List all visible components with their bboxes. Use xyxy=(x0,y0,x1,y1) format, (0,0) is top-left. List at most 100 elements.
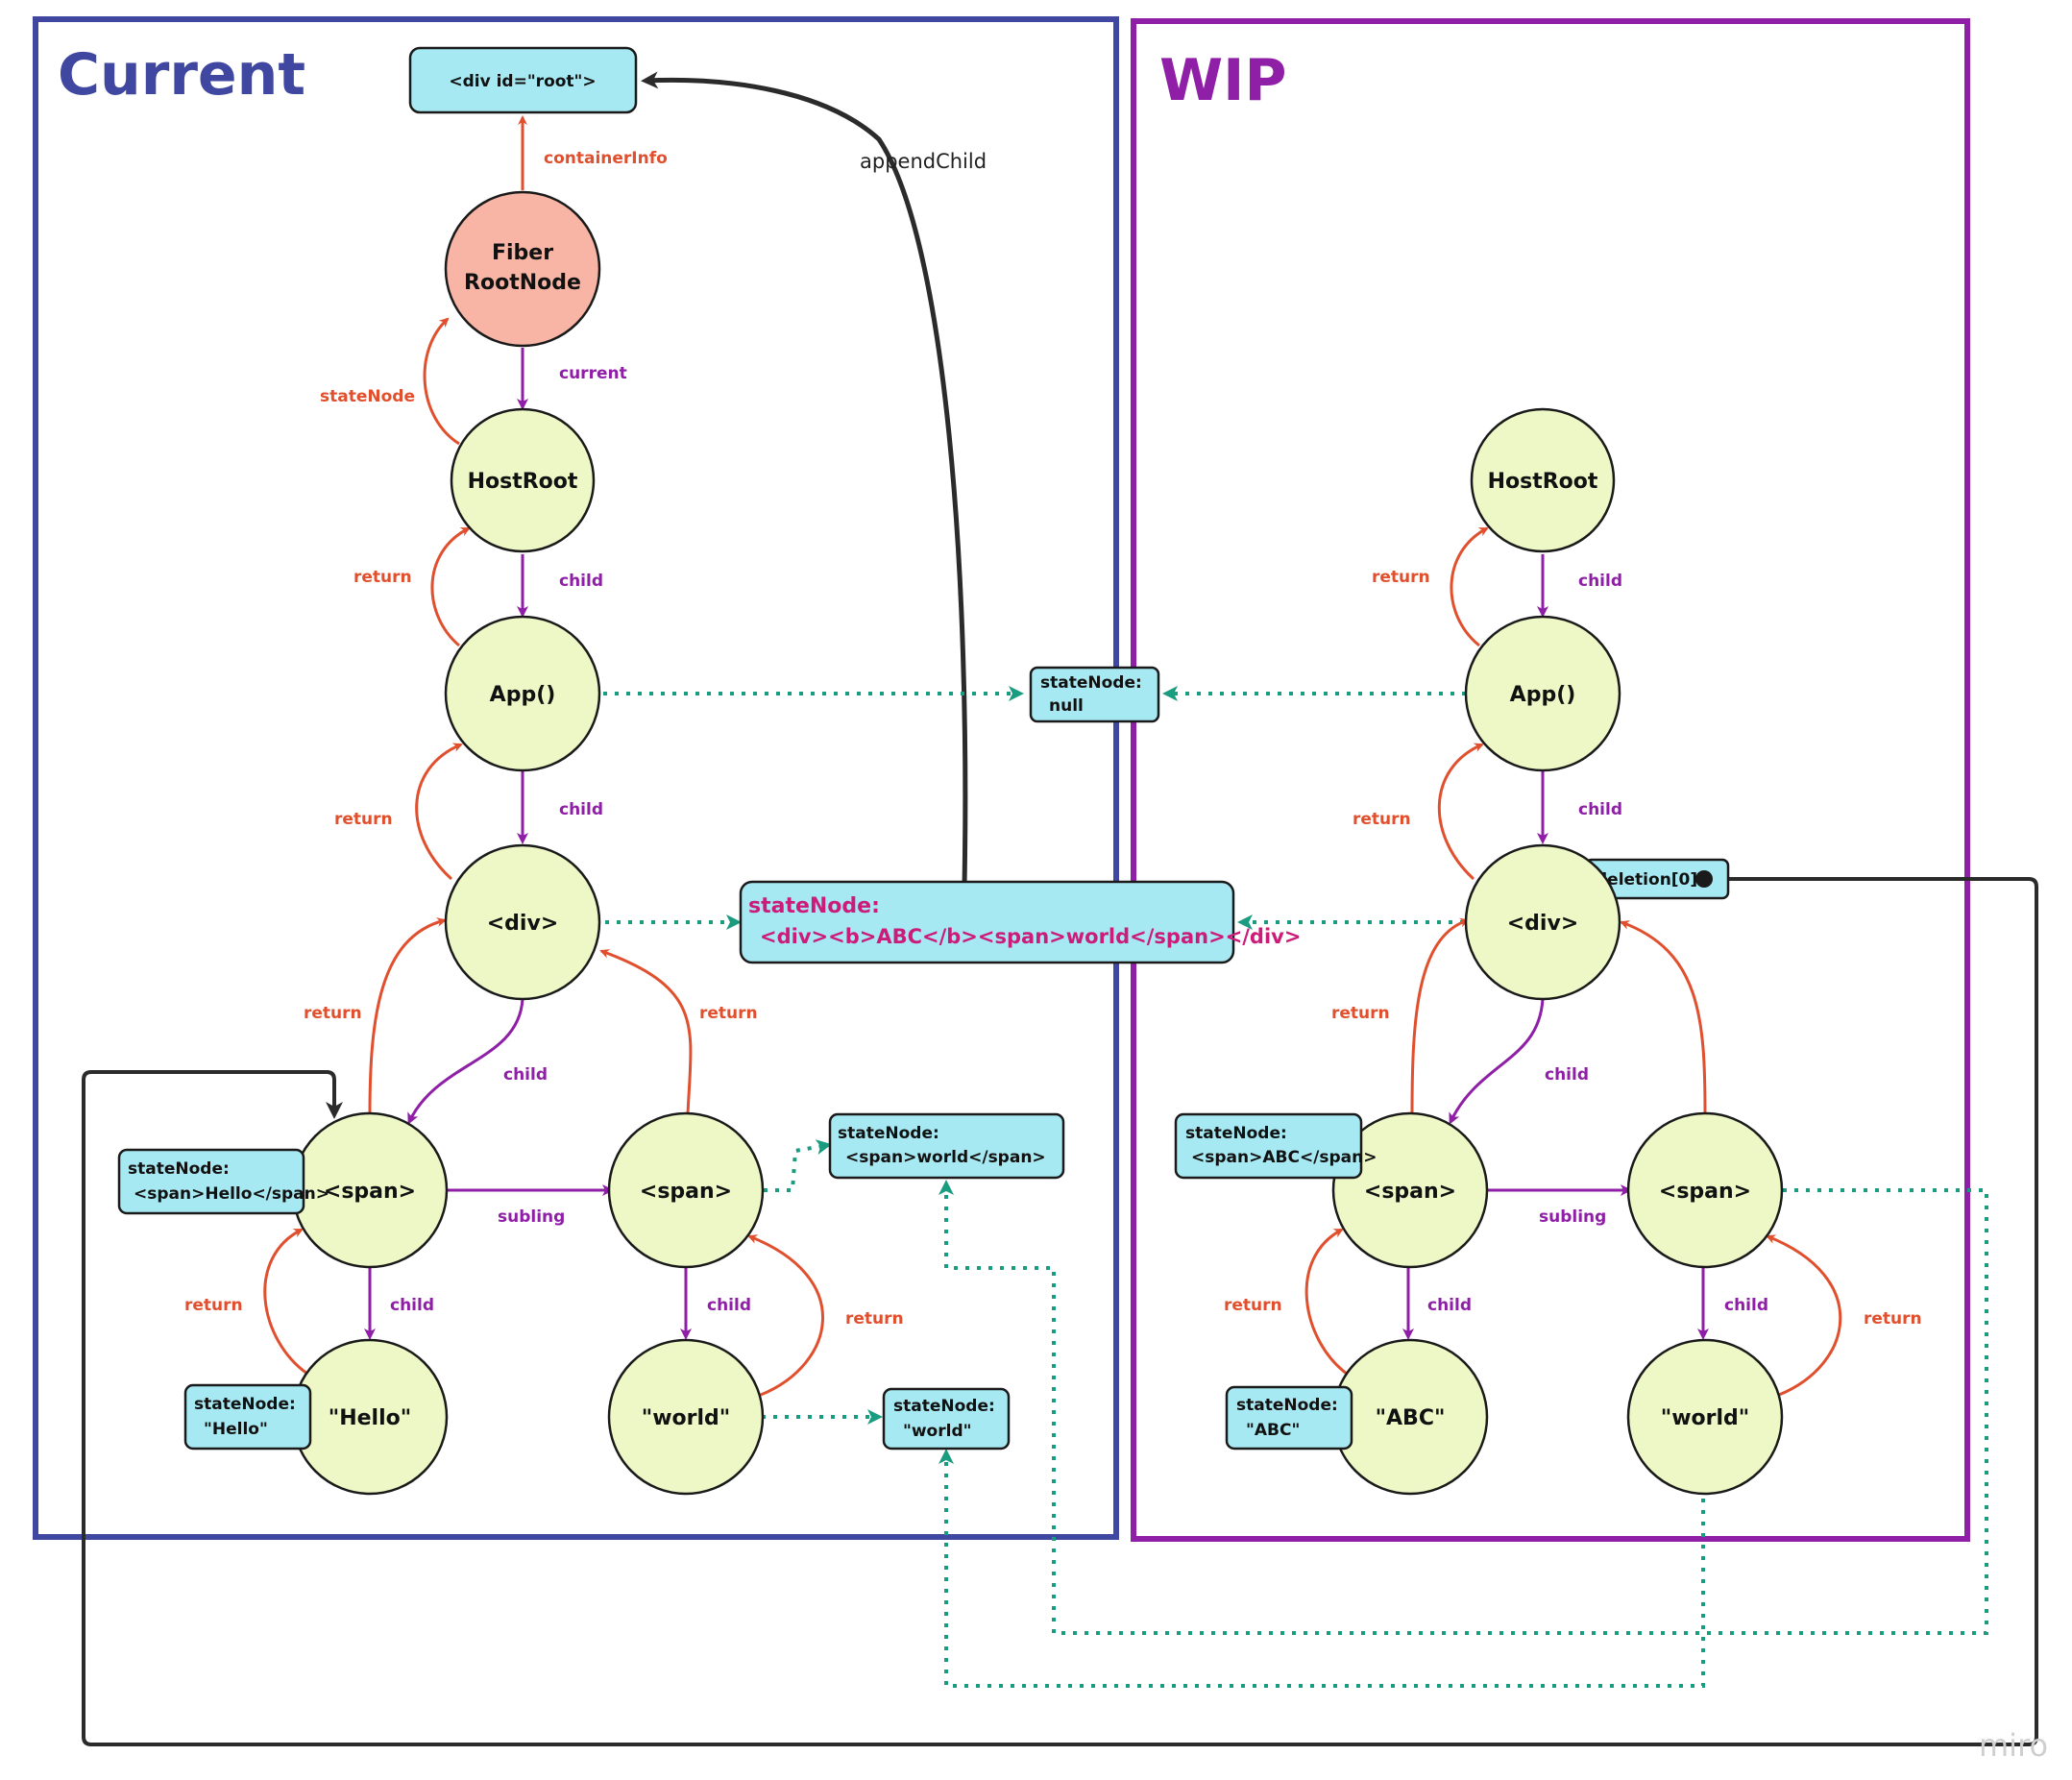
deletion-arrow xyxy=(82,877,2038,1746)
edge-label-child: child xyxy=(559,800,603,819)
wip-world-node: "world" xyxy=(1626,1338,1784,1496)
current-div-label: <div> xyxy=(487,912,559,936)
span-world-statenode-key: stateNode: xyxy=(838,1124,939,1143)
edge-label-return: return xyxy=(1372,568,1430,587)
text-hello-statenode-box: stateNode: "Hello" xyxy=(183,1383,312,1451)
wip-span-left-node: <span> xyxy=(1331,1111,1489,1269)
current-span-right-return-edge xyxy=(599,949,693,1115)
deletion-box: deletion[0]: xyxy=(1584,858,1730,900)
container-info-label: containerInfo xyxy=(544,149,668,168)
wip-abc-label: "ABC" xyxy=(1376,1406,1446,1430)
current-hostroot-node: HostRoot xyxy=(450,407,596,553)
edge-label-return: return xyxy=(353,568,412,587)
wip-app-label: App() xyxy=(1510,683,1576,707)
edge-label-return: return xyxy=(304,1004,362,1023)
edge-label-child: child xyxy=(559,572,603,591)
span-abc-statenode-value: <span>ABC</span> xyxy=(1191,1148,1377,1167)
miro-watermark: miro xyxy=(1979,1727,2048,1764)
app-statenode-value: null xyxy=(1049,696,1084,716)
deletion-dot xyxy=(1695,870,1713,888)
current-hello-node: "Hello" xyxy=(291,1338,449,1496)
div-statenode-value: <div><b>ABC</b><span>world</span></div> xyxy=(760,925,1301,948)
wip-span-right-label: <span> xyxy=(1659,1180,1751,1204)
text-world-statenode-key: stateNode: xyxy=(893,1397,995,1416)
edge-label-return: return xyxy=(334,810,393,829)
span-hello-statenode-box: stateNode: <span>Hello</span> xyxy=(117,1148,329,1215)
statenode-edge xyxy=(423,317,460,446)
current-app-return-edge xyxy=(430,526,471,647)
current-hello-return-edge xyxy=(263,1228,308,1376)
current-span-left-return-edge xyxy=(368,917,447,1115)
span-world-statenode-value: <span>world</span> xyxy=(845,1148,1046,1167)
wip-span-left-label: <span> xyxy=(1364,1180,1456,1204)
current-world-node: "world" xyxy=(607,1338,765,1496)
edge-label-return: return xyxy=(184,1296,243,1315)
text-abc-statenode-key: stateNode: xyxy=(1236,1396,1338,1415)
edge-label-child: child xyxy=(503,1065,548,1085)
fiber-root-node: Fiber RootNode xyxy=(444,190,601,348)
current-title: Current xyxy=(58,41,305,109)
wip-span-left-return-edge xyxy=(1410,917,1470,1115)
span-hello-statenode-key: stateNode: xyxy=(128,1159,230,1179)
fiber-root-line2: RootNode xyxy=(464,271,581,295)
current-frame xyxy=(33,16,1119,1540)
wip-span-world-link xyxy=(938,1180,1988,1635)
div-statenode-key: stateNode: xyxy=(748,894,880,918)
wip-frame xyxy=(1131,18,1970,1542)
edge-label-subling: subling xyxy=(498,1207,565,1227)
current-app-node: App() xyxy=(444,615,601,772)
wip-hostroot-node: HostRoot xyxy=(1470,407,1616,553)
wip-text-world-link xyxy=(938,1449,1705,1688)
edge-label-child: child xyxy=(707,1296,751,1315)
span-abc-statenode-box: stateNode: <span>ABC</span> xyxy=(1174,1112,1377,1180)
wip-span-right-return-edge xyxy=(1620,920,1707,1115)
current-label: current xyxy=(559,364,627,383)
edge-label-child: child xyxy=(1578,800,1622,819)
wip-abc-node: "ABC" xyxy=(1331,1338,1489,1496)
root-container-box: <div id="root"> xyxy=(408,46,638,114)
edge-label-return: return xyxy=(1864,1309,1922,1329)
span-world-statenode-box: stateNode: <span>world</span> xyxy=(828,1112,1065,1180)
text-world-statenode-box: stateNode: "world" xyxy=(882,1387,1011,1451)
statenode-label: stateNode xyxy=(320,387,415,406)
current-hello-label: "Hello" xyxy=(329,1406,411,1430)
edge-label-return: return xyxy=(845,1309,904,1329)
wip-div-label: <div> xyxy=(1507,912,1579,936)
current-div-child-edge xyxy=(407,998,524,1125)
text-abc-statenode-value: "ABC" xyxy=(1246,1421,1300,1440)
current-span-left-node: <span> xyxy=(291,1111,449,1269)
append-child-label: appendChild xyxy=(860,150,987,173)
edge-label-return: return xyxy=(699,1004,758,1023)
current-world-return-edge xyxy=(747,1234,824,1397)
edge-label-child: child xyxy=(1724,1296,1768,1315)
wip-world-return-edge xyxy=(1766,1234,1842,1397)
wip-div-node: <div> xyxy=(1464,843,1621,1001)
edge-label-return: return xyxy=(1353,810,1411,829)
wip-title: WIP xyxy=(1159,47,1286,114)
edge-label-return: return xyxy=(1331,1004,1390,1023)
text-hello-statenode-value: "Hello" xyxy=(204,1420,268,1439)
app-statenode-box: stateNode: null xyxy=(1029,666,1160,723)
wip-div-child-edge xyxy=(1449,998,1545,1125)
current-span-left-label: <span> xyxy=(324,1180,416,1204)
wip-div-return-edge xyxy=(1437,743,1484,881)
span-hello-statenode-value: <span>Hello</span> xyxy=(134,1184,329,1204)
wip-hostroot-label: HostRoot xyxy=(1488,470,1598,494)
edge-label-subling: subling xyxy=(1539,1207,1606,1227)
div-statenode-box: stateNode: <div><b>ABC</b><span>world</s… xyxy=(739,880,1301,964)
wip-app-return-edge xyxy=(1450,526,1489,647)
app-statenode-key: stateNode: xyxy=(1040,673,1142,693)
append-child-arrow xyxy=(641,71,968,887)
text-world-statenode-value: "world" xyxy=(903,1422,971,1441)
current-div-node: <div> xyxy=(444,843,601,1001)
fiber-root-line1: Fiber xyxy=(492,241,553,265)
edge-label-child: child xyxy=(390,1296,434,1315)
current-div-return-edge xyxy=(415,743,463,881)
text-hello-statenode-key: stateNode: xyxy=(194,1395,296,1414)
text-abc-statenode-box: stateNode: "ABC" xyxy=(1225,1385,1353,1451)
edge-label-child: child xyxy=(1578,572,1622,591)
wip-abc-return-edge xyxy=(1304,1228,1348,1376)
current-world-label: "world" xyxy=(642,1406,731,1430)
wip-span-right-node: <span> xyxy=(1626,1111,1784,1269)
